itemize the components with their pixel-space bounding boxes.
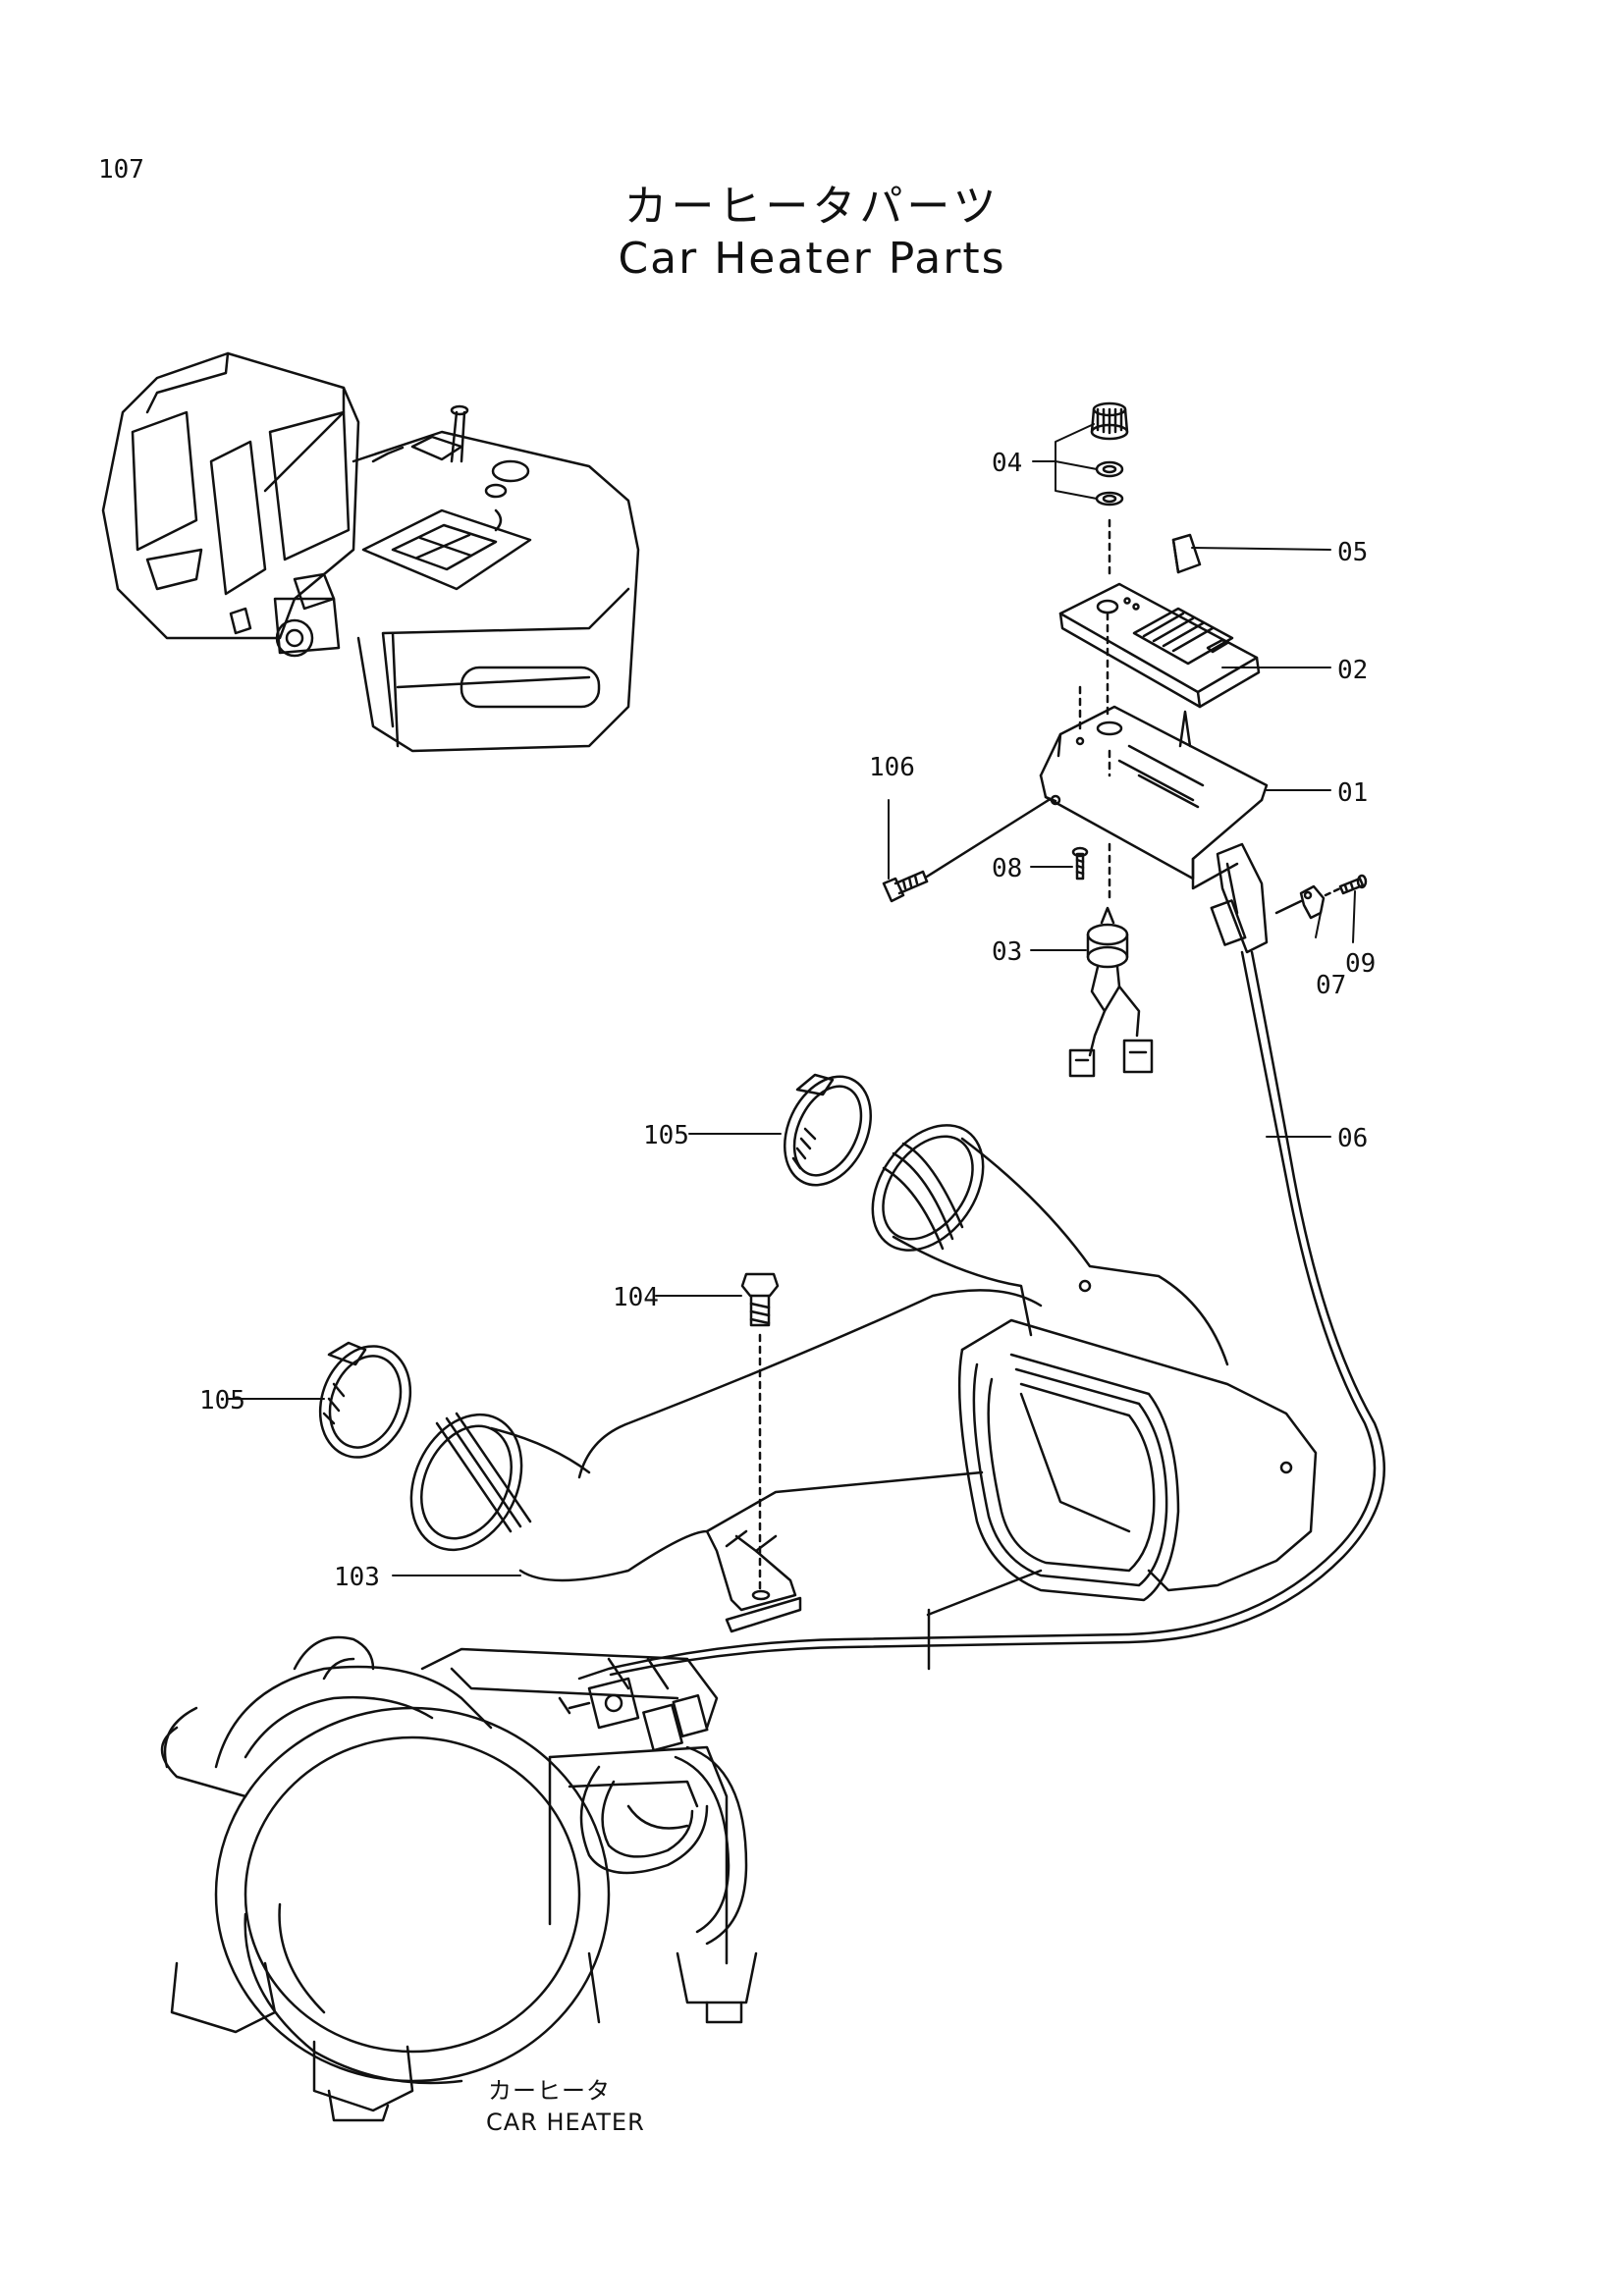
callout-105-lower: 105	[199, 1386, 245, 1415]
page-title: Car Heater Parts	[618, 234, 1006, 284]
car-heater-unit-illustration	[160, 1635, 758, 2122]
lever-knob	[1171, 533, 1202, 574]
hose-clamp-upper	[783, 1073, 873, 1187]
bolt-106	[882, 798, 1051, 903]
callout-105-upper: 105	[643, 1121, 689, 1150]
callout-01: 01	[1337, 778, 1368, 808]
page-title-japanese: カーヒータパーツ	[623, 182, 1001, 232]
heater-control-bracket	[1039, 612, 1269, 954]
callout-03: 03	[992, 937, 1022, 967]
callout-106: 106	[869, 753, 915, 782]
hose-clamp-lower	[318, 1341, 412, 1459]
control-knob-assembly	[1090, 401, 1129, 581]
fan-switch	[1068, 906, 1154, 1078]
callout-104: 104	[613, 1283, 659, 1312]
callout-08: 08	[992, 854, 1022, 883]
leader-lines	[228, 423, 1356, 1576]
cable-clip	[1274, 884, 1326, 920]
callout-07: 07	[1316, 971, 1346, 1000]
air-duct	[409, 1124, 1318, 1671]
callout-04: 04	[992, 449, 1022, 478]
screw-09	[1324, 874, 1368, 897]
car-heater-label: CAR HEATER	[486, 2109, 645, 2136]
page-number: 107	[98, 155, 144, 185]
screw-08	[1071, 846, 1089, 881]
excavator-overview-illustration	[101, 351, 640, 753]
control-cable	[577, 950, 1386, 1681]
callout-06: 06	[1337, 1124, 1368, 1153]
car-heater-label-japanese: カーヒータ	[488, 2077, 611, 2105]
bolt-104	[740, 1272, 780, 1592]
callout-09: 09	[1345, 949, 1376, 979]
control-panel-plate	[1058, 582, 1261, 709]
callout-labels: 04 05 02 01 106 08 03 07 09 06 105 104 1…	[199, 449, 1376, 2136]
callout-02: 02	[1337, 656, 1368, 685]
callout-103: 103	[334, 1563, 380, 1592]
callout-05: 05	[1337, 538, 1368, 567]
